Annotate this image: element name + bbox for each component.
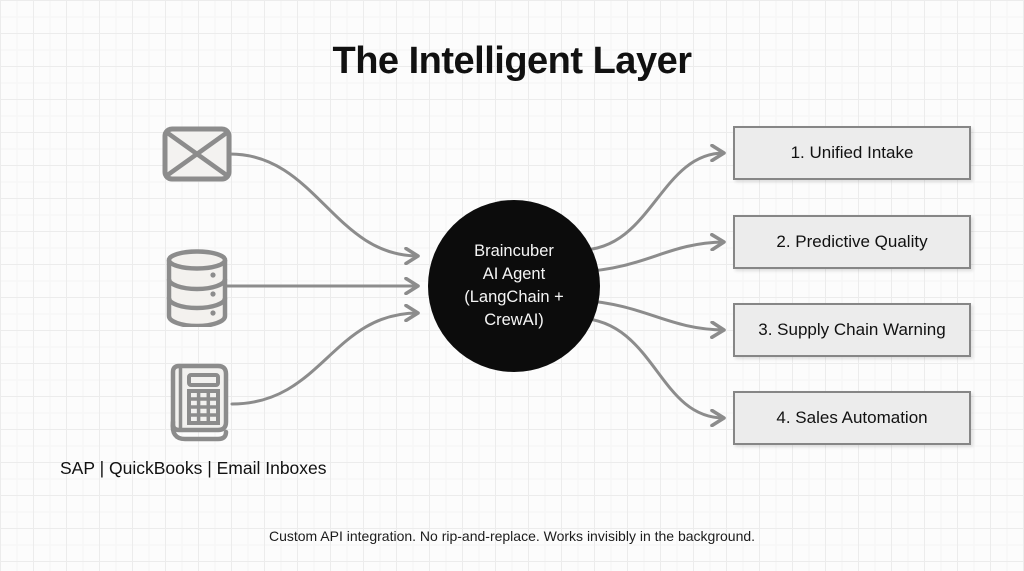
arrow-ledger-to-agent — [230, 313, 418, 406]
agent-line: CrewAI) — [484, 310, 544, 329]
output-box-predictive-quality: 2. Predictive Quality — [733, 215, 971, 269]
agent-line: Braincuber — [474, 242, 554, 261]
output-box-sales-automation: 4. Sales Automation — [733, 391, 971, 445]
page-title: The Intelligent Layer — [332, 40, 692, 82]
database-icon — [166, 249, 228, 327]
email-envelope-icon — [162, 126, 232, 182]
input-sources-label: SAP | QuickBooks | Email Inboxes — [60, 458, 327, 478]
arrow-agent-to-supply-chain-warning — [578, 298, 724, 330]
output-box-unified-intake: 1. Unified Intake — [733, 126, 971, 180]
output-box-label: 4. Sales Automation — [776, 408, 928, 427]
fax-ledger-icon — [170, 363, 229, 442]
output-box-supply-chain-warning: 3. Supply Chain Warning — [733, 303, 971, 357]
arrow-email-to-agent — [228, 152, 418, 256]
agent-line: (LangChain + — [464, 288, 564, 306]
output-box-label: 2. Predictive Quality — [776, 232, 928, 251]
footer-caption: Custom API integration. No rip-and-repla… — [268, 528, 756, 544]
arrow-agent-to-unified-intake — [578, 153, 724, 252]
arrow-agent-to-predictive-quality — [578, 242, 724, 274]
ai-agent-node: Braincuber AI Agent (LangChain + CrewAI) — [428, 200, 600, 372]
output-box-label: 3. Supply Chain Warning — [758, 320, 946, 339]
arrow-agent-to-sales-automation — [578, 316, 724, 418]
output-box-label: 1. Unified Intake — [790, 143, 914, 162]
agent-line: AI Agent — [482, 265, 546, 284]
